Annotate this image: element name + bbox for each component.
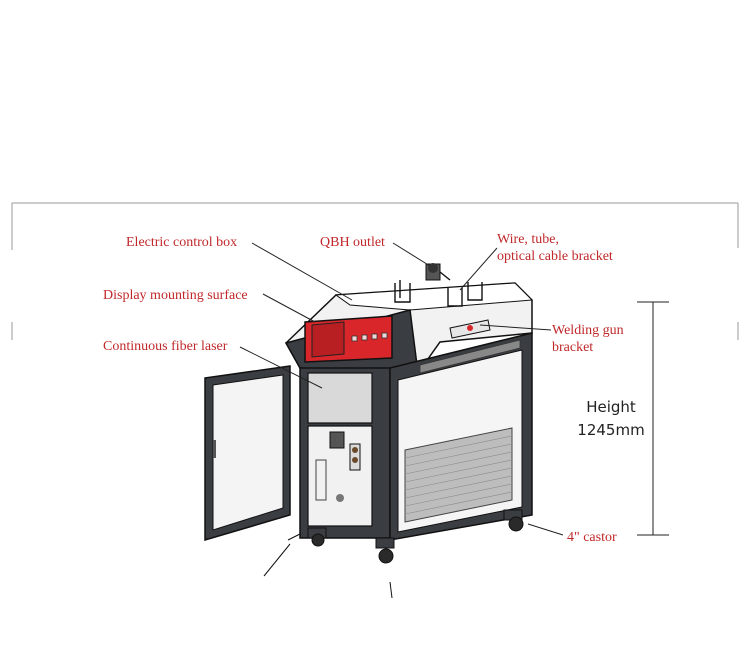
label-continuous-fiber-laser: Continuous fiber laser: [103, 339, 228, 354]
label-wire-tube-line2: optical cable bracket: [497, 249, 613, 264]
label-castor: 4" castor: [567, 530, 617, 545]
dimension-value: 1245mm: [577, 421, 645, 439]
label-welding-gun-line1: Welding gun: [552, 323, 624, 338]
dimension-title: Height: [586, 398, 636, 416]
cable-brackets: [394, 271, 483, 307]
castors: [307, 509, 524, 564]
top-lid-surface: [334, 282, 534, 311]
label-welding-gun-line2: bracket: [552, 340, 594, 355]
label-wire-tube-line1: Wire, tube,: [497, 232, 560, 247]
frame-lines: [11, 202, 739, 340]
label-electric-control-box: Electric control box: [126, 235, 238, 250]
label-display-mounting-surface: Display mounting surface: [103, 288, 248, 303]
display-buttons: [351, 332, 388, 342]
height-dimension: [637, 301, 669, 536]
laser-module: [307, 372, 373, 424]
leader-lines: [239, 242, 564, 536]
display-screen: [311, 321, 345, 358]
door-inner: [212, 374, 284, 531]
label-qbh-outlet: QBH outlet: [320, 235, 385, 250]
